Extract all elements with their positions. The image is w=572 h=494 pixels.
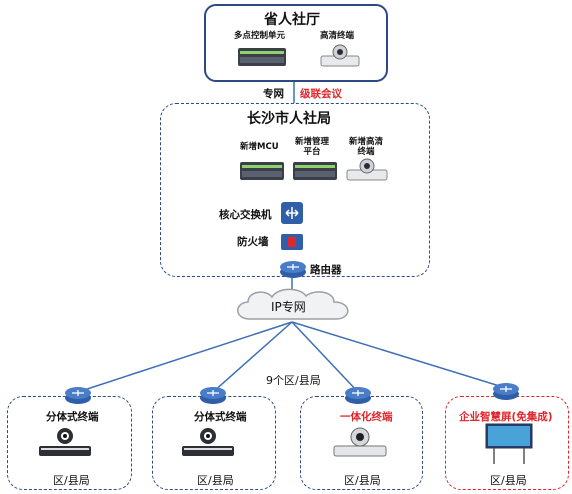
new-platform-icon bbox=[293, 162, 337, 180]
province-device-mcu-label: 多点控制单元 bbox=[234, 31, 286, 41]
branch-link-2 bbox=[212, 321, 293, 393]
city-title: 长沙市人社局 bbox=[247, 111, 331, 127]
branch-router-icon-2 bbox=[200, 387, 226, 404]
firewall-icon bbox=[281, 234, 303, 250]
firewall-label: 防火墙 bbox=[237, 236, 269, 248]
branch-count-label: 9个区/县局 bbox=[266, 374, 321, 387]
branch-2-office-label: 区/县局 bbox=[197, 474, 234, 487]
new-hd-terminal-icon bbox=[346, 158, 388, 181]
branch-1-terminal-label: 分体式终端 bbox=[46, 411, 99, 423]
split-terminal-icon-1 bbox=[39, 428, 91, 456]
branch-4-terminal-label: 企业智慧屏(免集成) bbox=[459, 411, 553, 423]
branch-router-icon-4 bbox=[493, 383, 519, 400]
split-terminal-icon-2 bbox=[182, 428, 234, 456]
integrated-terminal-icon bbox=[333, 427, 387, 457]
hd-terminal-icon bbox=[320, 44, 360, 67]
core-switch-icon bbox=[281, 202, 303, 224]
branch-box-2 bbox=[152, 396, 276, 490]
branch-link-1 bbox=[77, 321, 293, 393]
branch-3-office-label: 区/县局 bbox=[344, 474, 381, 487]
smart-screen-icon bbox=[485, 423, 533, 464]
core-switch-label: 核心交换机 bbox=[219, 209, 272, 221]
branch-3-terminal-label: 一体化终端 bbox=[340, 411, 393, 423]
branch-router-icon-1 bbox=[65, 387, 91, 404]
branch-1-office-label: 区/县局 bbox=[53, 474, 90, 487]
ip-network-label: IP专网 bbox=[271, 300, 306, 314]
province-device-terminal-label: 高清终端 bbox=[320, 31, 355, 41]
ip-network-cloud-icon bbox=[237, 288, 349, 320]
province-title: 省人社厅 bbox=[264, 12, 320, 28]
branch-router-icon-3 bbox=[345, 387, 371, 404]
router-label: 路由器 bbox=[310, 264, 342, 276]
city-device-terminal-label: 新增高清 终端 bbox=[349, 137, 384, 157]
branch-link-3 bbox=[291, 321, 359, 393]
branch-2-terminal-label: 分体式终端 bbox=[194, 411, 247, 423]
province-box bbox=[204, 4, 388, 82]
branch-4-office-label: 区/县局 bbox=[490, 474, 527, 487]
city-device-platform-label: 新增管理 平台 bbox=[295, 137, 330, 157]
branch-link-4 bbox=[291, 321, 507, 389]
mcu-device-icon bbox=[238, 48, 286, 66]
new-mcu-icon bbox=[240, 162, 284, 180]
city-device-mcu-label: 新增MCU bbox=[240, 142, 279, 152]
cascade-meeting-label: 级联会议 bbox=[300, 88, 342, 100]
dedicated-network-label: 专网 bbox=[263, 88, 284, 100]
router-icon bbox=[280, 261, 306, 278]
